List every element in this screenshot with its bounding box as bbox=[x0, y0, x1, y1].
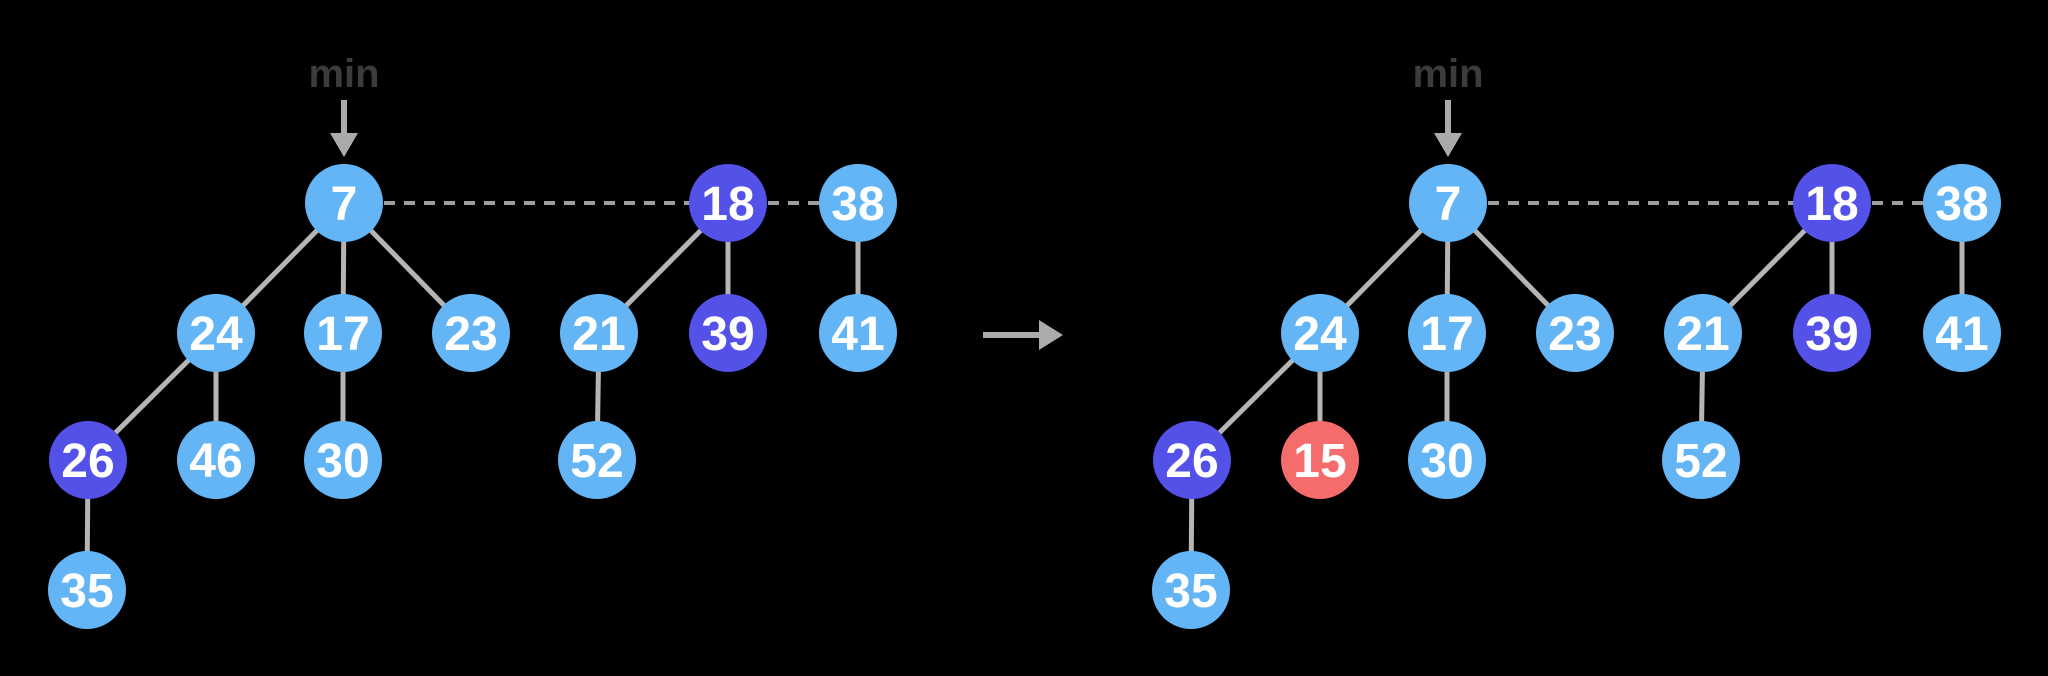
node-before-30: 30 bbox=[304, 421, 382, 499]
node-after-39: 39 bbox=[1793, 294, 1871, 372]
node-circle-before-23 bbox=[432, 294, 510, 372]
node-before-46: 46 bbox=[177, 421, 255, 499]
node-value-after-15: 15 bbox=[1293, 435, 1346, 488]
node-value-before-30: 30 bbox=[316, 435, 369, 488]
node-circle-before-18 bbox=[689, 164, 767, 242]
node-value-after-24: 24 bbox=[1293, 308, 1347, 361]
node-circle-before-46 bbox=[177, 421, 255, 499]
node-value-before-21: 21 bbox=[572, 308, 625, 361]
node-circle-after-39 bbox=[1793, 294, 1871, 372]
node-after-23: 23 bbox=[1536, 294, 1614, 372]
node-before-18: 18 bbox=[689, 164, 767, 242]
node-before-26: 26 bbox=[49, 421, 127, 499]
transition-arrow bbox=[983, 320, 1063, 350]
node-circle-before-7 bbox=[305, 164, 383, 242]
node-before-24: 24 bbox=[177, 294, 255, 372]
node-value-before-23: 23 bbox=[444, 308, 497, 361]
node-value-before-41: 41 bbox=[831, 308, 884, 361]
node-before-21: 21 bbox=[560, 294, 638, 372]
min-pointer-arrowhead-icon-after bbox=[1434, 133, 1462, 157]
node-value-after-26: 26 bbox=[1165, 435, 1218, 488]
node-circle-before-39 bbox=[689, 294, 767, 372]
node-value-before-52: 52 bbox=[570, 435, 623, 488]
node-value-after-52: 52 bbox=[1674, 435, 1727, 488]
node-circle-before-30 bbox=[304, 421, 382, 499]
node-after-52: 52 bbox=[1662, 421, 1740, 499]
node-after-24: 24 bbox=[1281, 294, 1359, 372]
node-value-before-26: 26 bbox=[61, 435, 114, 488]
node-circle-after-26 bbox=[1153, 421, 1231, 499]
node-circle-after-7 bbox=[1409, 164, 1487, 242]
node-after-21: 21 bbox=[1664, 294, 1742, 372]
min-pointer-label-after: min bbox=[1412, 52, 1483, 96]
node-circle-before-24 bbox=[177, 294, 255, 372]
node-value-before-46: 46 bbox=[189, 435, 242, 488]
node-value-after-35: 35 bbox=[1164, 565, 1217, 618]
node-after-38: 38 bbox=[1923, 164, 2001, 242]
node-value-before-17: 17 bbox=[316, 308, 369, 361]
node-value-after-7: 7 bbox=[1435, 178, 1462, 231]
min-pointer-arrowhead-icon-before bbox=[330, 133, 358, 157]
node-circle-after-35 bbox=[1152, 551, 1230, 629]
node-value-after-18: 18 bbox=[1805, 178, 1858, 231]
node-before-17: 17 bbox=[304, 294, 382, 372]
node-circle-after-23 bbox=[1536, 294, 1614, 372]
node-after-7: 7 bbox=[1409, 164, 1487, 242]
node-after-17: 17 bbox=[1408, 294, 1486, 372]
node-before-52: 52 bbox=[558, 421, 636, 499]
node-value-before-7: 7 bbox=[331, 178, 358, 231]
node-after-41: 41 bbox=[1923, 294, 2001, 372]
node-circle-after-17 bbox=[1408, 294, 1486, 372]
node-after-35: 35 bbox=[1152, 551, 1230, 629]
node-after-26: 26 bbox=[1153, 421, 1231, 499]
tree-after: min 7 18 38 24 17 23 21 39 41 26 15 30 52 35 bbox=[1152, 52, 2001, 629]
node-before-41: 41 bbox=[819, 294, 897, 372]
min-pointer-label-before: min bbox=[308, 52, 379, 96]
transition-arrowhead-icon bbox=[1039, 320, 1063, 350]
node-value-after-30: 30 bbox=[1420, 435, 1473, 488]
node-after-18: 18 bbox=[1793, 164, 1871, 242]
node-value-after-41: 41 bbox=[1935, 308, 1988, 361]
node-value-before-24: 24 bbox=[189, 308, 243, 361]
node-before-39: 39 bbox=[689, 294, 767, 372]
node-circle-before-26 bbox=[49, 421, 127, 499]
node-circle-after-15 bbox=[1281, 421, 1359, 499]
node-circle-after-24 bbox=[1281, 294, 1359, 372]
node-before-38: 38 bbox=[819, 164, 897, 242]
node-before-35: 35 bbox=[48, 551, 126, 629]
node-circle-before-52 bbox=[558, 421, 636, 499]
tree-before: min 7 18 38 24 17 23 21 39 41 26 46 30 52 35 bbox=[48, 52, 897, 629]
node-circle-after-21 bbox=[1664, 294, 1742, 372]
node-circle-before-38 bbox=[819, 164, 897, 242]
node-circle-before-35 bbox=[48, 551, 126, 629]
node-value-before-38: 38 bbox=[831, 178, 884, 231]
node-value-after-23: 23 bbox=[1548, 308, 1601, 361]
node-value-after-38: 38 bbox=[1935, 178, 1988, 231]
node-circle-after-41 bbox=[1923, 294, 2001, 372]
node-before-7: 7 bbox=[305, 164, 383, 242]
node-circle-before-41 bbox=[819, 294, 897, 372]
node-circle-before-21 bbox=[560, 294, 638, 372]
node-after-30: 30 bbox=[1408, 421, 1486, 499]
node-circle-before-17 bbox=[304, 294, 382, 372]
node-value-after-39: 39 bbox=[1805, 308, 1858, 361]
node-value-before-18: 18 bbox=[701, 178, 754, 231]
node-value-before-39: 39 bbox=[701, 308, 754, 361]
node-value-before-35: 35 bbox=[60, 565, 113, 618]
node-circle-after-38 bbox=[1923, 164, 2001, 242]
node-circle-after-52 bbox=[1662, 421, 1740, 499]
node-before-23: 23 bbox=[432, 294, 510, 372]
node-after-15: 15 bbox=[1281, 421, 1359, 499]
node-value-after-17: 17 bbox=[1420, 308, 1473, 361]
node-circle-after-18 bbox=[1793, 164, 1871, 242]
node-value-after-21: 21 bbox=[1676, 308, 1729, 361]
node-circle-after-30 bbox=[1408, 421, 1486, 499]
